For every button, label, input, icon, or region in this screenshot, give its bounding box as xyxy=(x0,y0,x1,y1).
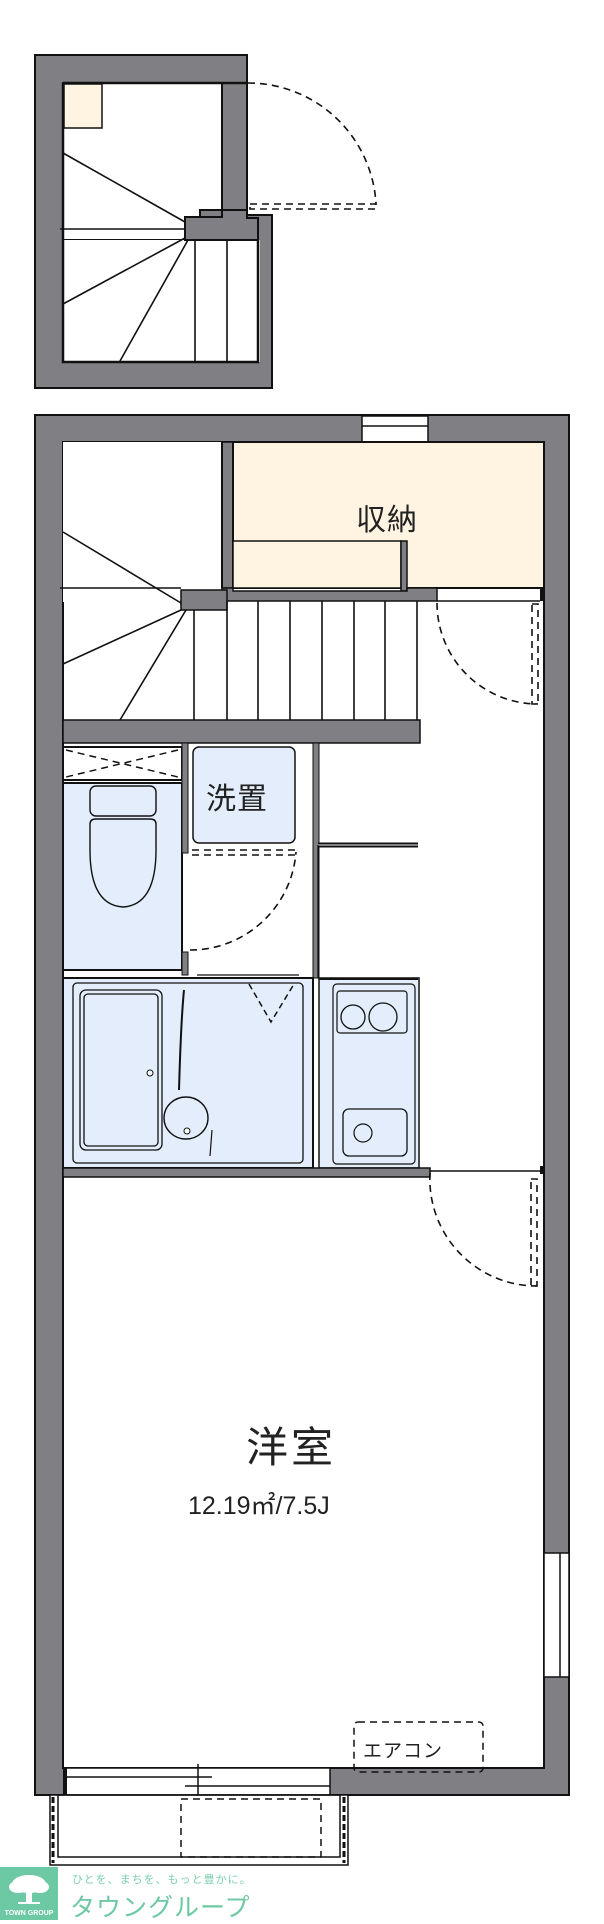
bathtub xyxy=(79,989,163,1151)
brand-name-en: TOWN GROUP xyxy=(4,1910,54,1917)
outdoor-unit xyxy=(180,1798,322,1858)
sink xyxy=(342,1108,408,1157)
stair-lines xyxy=(60,152,228,362)
washbasin xyxy=(163,1096,209,1140)
brand-tagline: ひとを、まちを、もっと豊かに。 xyxy=(72,1873,252,1886)
entrance-door-swing xyxy=(247,82,377,210)
aircon-box xyxy=(353,1721,484,1773)
brand-name: タウングループ xyxy=(70,1893,251,1922)
tree-icon xyxy=(9,1875,49,1904)
storage-label: 収納 xyxy=(356,503,418,538)
washer-space xyxy=(192,746,296,844)
room-door-swing xyxy=(429,1172,538,1287)
aircon-label: エアコン xyxy=(363,1740,444,1762)
western-room-label: 洋室 xyxy=(246,1423,337,1472)
top-window xyxy=(361,415,429,443)
toilet-door-swing xyxy=(189,849,297,951)
small-storage xyxy=(63,83,103,129)
small-closet xyxy=(62,746,183,781)
laundry-label: 洗置 xyxy=(206,782,268,817)
hall-door-swing-upper xyxy=(436,602,539,705)
main-block xyxy=(34,414,570,1800)
upper-stair-block xyxy=(34,54,377,389)
western-room-area: 12.19㎡/7.5J xyxy=(188,1492,330,1520)
balcony xyxy=(49,1794,349,1866)
brand-logo: TOWN GROUP xyxy=(0,1867,58,1920)
right-window xyxy=(543,1552,570,1678)
toilet-icon xyxy=(89,785,157,908)
main-stairs xyxy=(60,531,418,721)
